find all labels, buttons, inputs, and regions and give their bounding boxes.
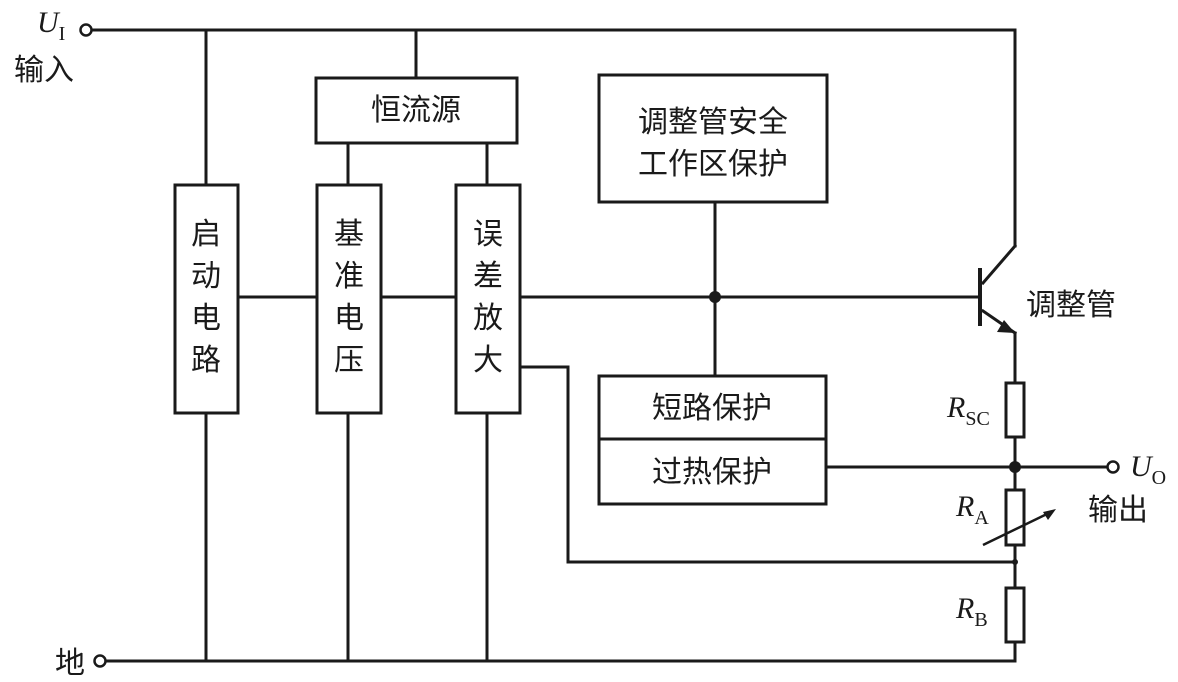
reference-block — [315, 183, 383, 415]
startup-label-4: 路 — [191, 343, 221, 378]
soa-protection-label-2: 工作区保护 — [638, 147, 788, 182]
output-symbol: UO — [1130, 450, 1166, 489]
output-label: 输出 — [1088, 493, 1148, 528]
variable-arrow-icon — [982, 509, 1056, 547]
input-terminal — [79, 23, 93, 37]
reference-label-1: 基 — [334, 217, 364, 252]
error-amp-label-2: 差 — [473, 259, 503, 294]
thermal-block — [597, 437, 828, 506]
error-amp-label-1: 误 — [473, 217, 503, 252]
startup-label-1: 启 — [191, 217, 221, 252]
rsc-resistor — [1004, 381, 1026, 439]
ground-label: 地 — [55, 646, 85, 681]
thermal-label: 过热保护 — [652, 455, 772, 490]
error-amp-block — [454, 183, 522, 415]
rsc-label: RSC — [946, 391, 990, 430]
junction-dot-amp — [709, 291, 721, 303]
wires — [89, 28, 1109, 663]
short-circuit-label: 短路保护 — [652, 391, 772, 426]
input-label: 输入 — [14, 53, 74, 88]
reference-label-2: 准 — [334, 259, 364, 294]
junction-dot-output — [1009, 461, 1021, 473]
junction-dot-feedback — [1012, 559, 1018, 565]
startup-block — [173, 183, 240, 415]
reference-label-3: 电 — [334, 301, 364, 336]
transistor-icon — [978, 268, 1015, 333]
constant-current-label: 恒流源 — [371, 93, 461, 128]
short-circuit-block — [597, 374, 828, 441]
transistor-label: 调整管 — [1026, 288, 1116, 323]
startup-label-3: 电 — [191, 301, 221, 336]
wire-feedback — [518, 365, 1017, 564]
rb-resistor — [1004, 586, 1026, 644]
reference-label-4: 压 — [334, 343, 364, 378]
soa-protection-label-1: 调整管安全 — [638, 105, 788, 140]
rb-label: RB — [955, 592, 988, 631]
startup-label-2: 动 — [191, 259, 221, 294]
ground-terminal — [93, 654, 107, 668]
input-symbol: UI — [37, 6, 65, 45]
output-terminal — [1106, 460, 1120, 474]
error-amp-label-3: 放 — [473, 301, 503, 336]
soa-protection-block — [597, 73, 829, 204]
ra-resistor — [1004, 488, 1026, 547]
constant-current-block — [314, 76, 519, 145]
ra-label: RA — [955, 490, 989, 529]
transistor-collector-lead — [980, 243, 1018, 286]
error-amp-label-4: 大 — [473, 343, 503, 378]
